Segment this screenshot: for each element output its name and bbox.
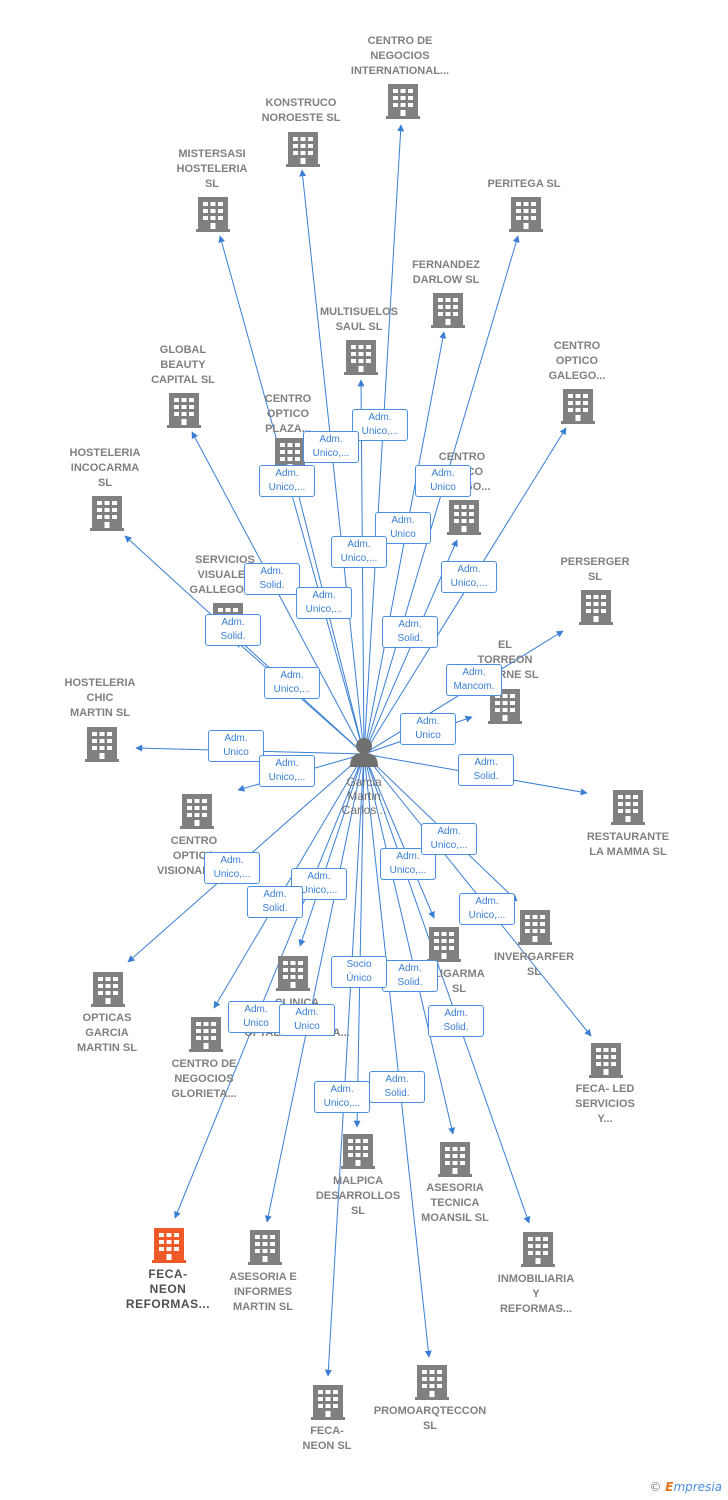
role-label-centro-optico-galego: Adm. Unico,... bbox=[441, 561, 497, 593]
company-label-mistersasi[interactable]: MISTERSASI HOSTELERIA SL bbox=[176, 148, 248, 190]
building-icon[interactable] bbox=[521, 1232, 555, 1267]
role-label-feca-neon-reformas: Adm. Unico bbox=[228, 1001, 284, 1033]
company-label-konstruco[interactable]: KONSTRUCO NOROESTE SL bbox=[261, 97, 341, 124]
role-label-feca-led: Adm. Unico,... bbox=[421, 823, 477, 855]
company-label-perserger[interactable]: PERSERGER SL bbox=[560, 556, 630, 583]
empresia-watermark: © Empresia bbox=[649, 1480, 722, 1494]
building-icon[interactable] bbox=[447, 500, 481, 535]
building-icon[interactable] bbox=[91, 972, 125, 1007]
role-label-asesoria-moansil: Adm. Solid. bbox=[382, 960, 438, 992]
building-icon[interactable] bbox=[341, 1134, 375, 1169]
role-label-centro-negocios-glorieta: Adm. Solid. bbox=[247, 886, 303, 918]
building-icon[interactable] bbox=[518, 910, 552, 945]
company-label-asesoria-moansil[interactable]: ASESORIA TECNICA MOANSIL SL bbox=[421, 1182, 489, 1224]
brand-rest: mpresia bbox=[673, 1480, 722, 1494]
building-icon[interactable] bbox=[509, 197, 543, 232]
building-icon[interactable] bbox=[286, 132, 320, 167]
company-label-invergarfer[interactable]: INVERGARFER SL bbox=[493, 951, 575, 978]
company-label-hosteleria-chic[interactable]: HOSTELERIA CHIC MARTIN SL bbox=[64, 677, 136, 719]
edge-line-clinica bbox=[298, 753, 365, 947]
company-label-multisuelos[interactable]: MULTISUELOS SAUL SL bbox=[319, 306, 398, 333]
edge-line-promoarqteccon bbox=[363, 753, 432, 1358]
role-label-promoarqteccon: Adm. Solid. bbox=[369, 1071, 425, 1103]
company-label-centro-optico-galego[interactable]: CENTRO OPTICO GALEGO... bbox=[548, 340, 606, 382]
role-label-malpica: Adm. Unico,... bbox=[314, 1081, 370, 1113]
role-label-centro-optico-plaza: Adm. Unico,... bbox=[296, 587, 352, 619]
building-icon[interactable] bbox=[90, 496, 124, 531]
role-label-el-torreon: Adm. Unico bbox=[400, 713, 456, 745]
company-label-feca-neon[interactable]: FECA- NEON SL bbox=[302, 1425, 352, 1452]
edge-line-asesoria-moansil bbox=[363, 753, 455, 1135]
role-label-perserger: Adm. Mancom. bbox=[446, 664, 502, 696]
company-label-peritega[interactable]: PERITEGA SL bbox=[487, 178, 561, 190]
building-icon[interactable] bbox=[427, 927, 461, 962]
company-label-promoarqteccon[interactable]: PROMOARQTECCON SL bbox=[373, 1405, 487, 1432]
role-label-multisuelos: Adm. Unico,... bbox=[331, 536, 387, 568]
company-label-asesoria-informes[interactable]: ASESORIA E INFORMES MARTIN SL bbox=[229, 1271, 297, 1313]
building-icon[interactable] bbox=[311, 1385, 345, 1420]
building-icon[interactable] bbox=[276, 956, 310, 991]
edge-line-malpica bbox=[353, 753, 365, 1128]
role-label-global-beauty: Adm. Solid. bbox=[244, 563, 300, 595]
company-label-servicios-visuales[interactable]: SERVICIOS VISUALES GALLEGOS... bbox=[189, 554, 261, 596]
edge-line-feca-neon-reformas bbox=[174, 753, 365, 1219]
role-label-feca-neon: Socio Único bbox=[331, 956, 387, 988]
role-label-centro-optico-2: Adm. Solid. bbox=[382, 616, 438, 648]
building-icon[interactable] bbox=[180, 794, 214, 829]
company-label-feca-neon-reformas[interactable]: FECA- NEON REFORMAS... bbox=[125, 1267, 211, 1311]
role-label-centro-optico-visionar: Adm. Unico,... bbox=[259, 755, 315, 787]
role-label-hosteleria-chic: Adm. Unico bbox=[208, 730, 264, 762]
building-icon[interactable] bbox=[152, 1228, 186, 1263]
building-icon[interactable] bbox=[386, 84, 420, 119]
role-label-mistersasi: Adm. Unico,... bbox=[259, 465, 315, 497]
building-icon[interactable] bbox=[415, 1365, 449, 1400]
role-label-hosteleria-incocarma: Adm. Solid. bbox=[205, 614, 261, 646]
building-icon[interactable] bbox=[431, 293, 465, 328]
company-label-opticas-garcia[interactable]: OPTICAS GARCIA MARTIN SL bbox=[77, 1012, 137, 1054]
role-label-inmobiliaria: Adm. Solid. bbox=[428, 1005, 484, 1037]
center-person-label[interactable]: Garcia Martin Carlos... bbox=[341, 775, 387, 817]
edge-line-asesoria-informes bbox=[264, 753, 365, 1223]
edge-line-ligarma bbox=[363, 753, 435, 919]
building-icon[interactable] bbox=[167, 393, 201, 428]
role-label-centro-negocios-international: Adm. Unico,... bbox=[352, 409, 408, 441]
building-icon[interactable] bbox=[561, 389, 595, 424]
building-icon[interactable] bbox=[589, 1043, 623, 1078]
building-icon[interactable] bbox=[189, 1017, 223, 1052]
company-label-hosteleria-incocarma[interactable]: HOSTELERIA INCOCARMA SL bbox=[69, 447, 141, 489]
company-label-malpica[interactable]: MALPICA DESARROLLOS SL bbox=[315, 1175, 401, 1217]
building-icon[interactable] bbox=[438, 1142, 472, 1177]
building-icon[interactable] bbox=[611, 790, 645, 825]
company-label-restaurante-mamma[interactable]: RESTAURANTE LA MAMMA SL bbox=[586, 831, 670, 858]
company-label-fernandez-darlow[interactable]: FERNANDEZ DARLOW SL bbox=[412, 259, 480, 286]
building-icon[interactable] bbox=[85, 727, 119, 762]
role-label-restaurante-mamma: Adm. Solid. bbox=[458, 754, 514, 786]
role-label-opticas-garcia: Adm. Unico,... bbox=[204, 852, 260, 884]
copyright-symbol: © bbox=[649, 1480, 662, 1494]
person-icon[interactable] bbox=[350, 738, 378, 767]
company-label-centro-optico-plaza[interactable]: CENTRO OPTICO PLAZA... bbox=[264, 393, 312, 435]
edge-line-feca-neon bbox=[324, 753, 365, 1377]
company-label-global-beauty[interactable]: GLOBAL BEAUTY CAPITAL SL bbox=[151, 344, 215, 386]
company-label-inmobiliaria[interactable]: INMOBILIARIA Y REFORMAS... bbox=[497, 1273, 575, 1315]
edge-line-centro-negocios-glorieta bbox=[213, 753, 365, 1009]
building-icon[interactable] bbox=[579, 590, 613, 625]
company-label-centro-negocios-international[interactable]: CENTRO DE NEGOCIOS INTERNATIONAL... bbox=[350, 35, 450, 77]
company-label-ligarma[interactable]: LIGARMA SL bbox=[433, 968, 485, 995]
brand-initial: E bbox=[665, 1480, 674, 1494]
building-icon[interactable] bbox=[196, 197, 230, 232]
building-icon[interactable] bbox=[248, 1230, 282, 1265]
role-label-asesoria-informes: Adm. Unico bbox=[279, 1004, 335, 1036]
edge-line-inmobiliaria bbox=[363, 753, 531, 1224]
building-icon[interactable] bbox=[344, 340, 378, 375]
role-label-invergarfer: Adm. Unico,... bbox=[459, 893, 515, 925]
company-label-centro-negocios-glorieta[interactable]: CENTRO DE NEGOCIOS GLORIETA... bbox=[171, 1058, 237, 1100]
company-label-feca-led[interactable]: FECA- LED SERVICIOS Y... bbox=[575, 1083, 635, 1125]
role-label-servicios-visuales: Adm. Unico,... bbox=[264, 667, 320, 699]
role-label-peritega: Adm. Unico bbox=[415, 465, 471, 497]
role-label-konstruco: Adm. Unico,... bbox=[303, 431, 359, 463]
